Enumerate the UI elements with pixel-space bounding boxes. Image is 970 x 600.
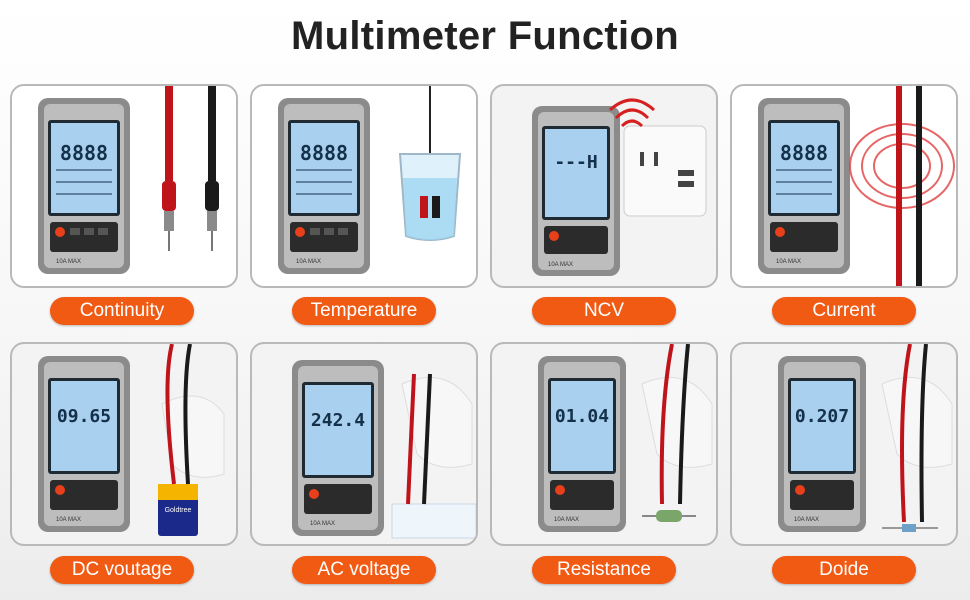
lcd-reading: 0.207 (795, 406, 849, 427)
svg-text:10A MAX: 10A MAX (794, 517, 819, 523)
page-title: Multimeter Function (291, 14, 679, 58)
label-ncv: NCV (532, 297, 676, 325)
label-dc-voltage: DC voutage (50, 556, 194, 584)
svg-text:10A MAX: 10A MAX (56, 259, 81, 265)
label-diode: Doide (772, 556, 916, 584)
label-ac-voltage: AC voltage (292, 556, 436, 584)
power-strip (391, 503, 476, 539)
multimeter: 242.4 10A MAX (292, 360, 384, 536)
svg-text:10A MAX: 10A MAX (296, 259, 321, 265)
water-glass (398, 86, 462, 241)
probe-black (205, 86, 219, 251)
multimeter: 8888 10A MAX (38, 98, 130, 274)
svg-text:10A MAX: 10A MAX (310, 521, 335, 527)
multimeter: 09.65 10A MAX (38, 356, 130, 532)
wall-socket (623, 125, 707, 217)
panel-ncv: ---H 10A MAX (490, 84, 718, 288)
svg-text:10A MAX: 10A MAX (548, 262, 573, 268)
svg-text:10A MAX: 10A MAX (554, 517, 579, 523)
multimeter: 0.207 10A MAX (778, 356, 866, 532)
hand-with-probes (881, 344, 953, 523)
multimeter: 8888 10A MAX (758, 98, 850, 274)
signal-waves-icon (608, 98, 656, 128)
panel-resistance: 01.04 10A MAX (490, 342, 718, 546)
lcd-reading: 09.65 (57, 406, 111, 427)
probe-red (162, 86, 176, 251)
resistor-icon (642, 510, 696, 522)
multimeter: ---H 10A MAX (532, 106, 620, 276)
panel-current: 8888 10A MAX (730, 84, 958, 288)
multimeter: 8888 10A MAX (278, 98, 370, 274)
lcd-reading: 242.4 (311, 410, 365, 431)
svg-text:10A MAX: 10A MAX (56, 517, 81, 523)
svg-text:Goldtree: Goldtree (165, 507, 192, 514)
label-temperature: Temperature (292, 297, 436, 325)
hand-with-probes (401, 373, 473, 505)
panel-dc-voltage: 09.65 10A MAX Goldtree (10, 342, 238, 546)
hand-with-probes (641, 344, 713, 505)
svg-text:10A MAX: 10A MAX (776, 259, 801, 265)
label-resistance: Resistance (532, 556, 676, 584)
diode-icon (882, 524, 938, 532)
lcd-reading: 8888 (780, 141, 828, 165)
wires (896, 86, 922, 286)
panel-continuity: 8888 10A MAX (10, 84, 238, 288)
panel-temperature: 8888 10A MAX (250, 84, 478, 288)
hand-with-probes (161, 344, 225, 485)
lcd-reading: 01.04 (555, 406, 609, 427)
label-current: Current (772, 297, 916, 325)
battery-icon: Goldtree (158, 484, 198, 536)
lcd-reading: ---H (554, 152, 597, 173)
lcd-reading: 8888 (300, 141, 348, 165)
panel-diode: 0.207 10A MAX (730, 342, 958, 546)
multimeter: 01.04 10A MAX (538, 356, 626, 532)
label-continuity: Continuity (50, 297, 194, 325)
panel-ac-voltage: 242.4 10A MAX (250, 342, 478, 546)
lcd-reading: 8888 (60, 141, 108, 165)
